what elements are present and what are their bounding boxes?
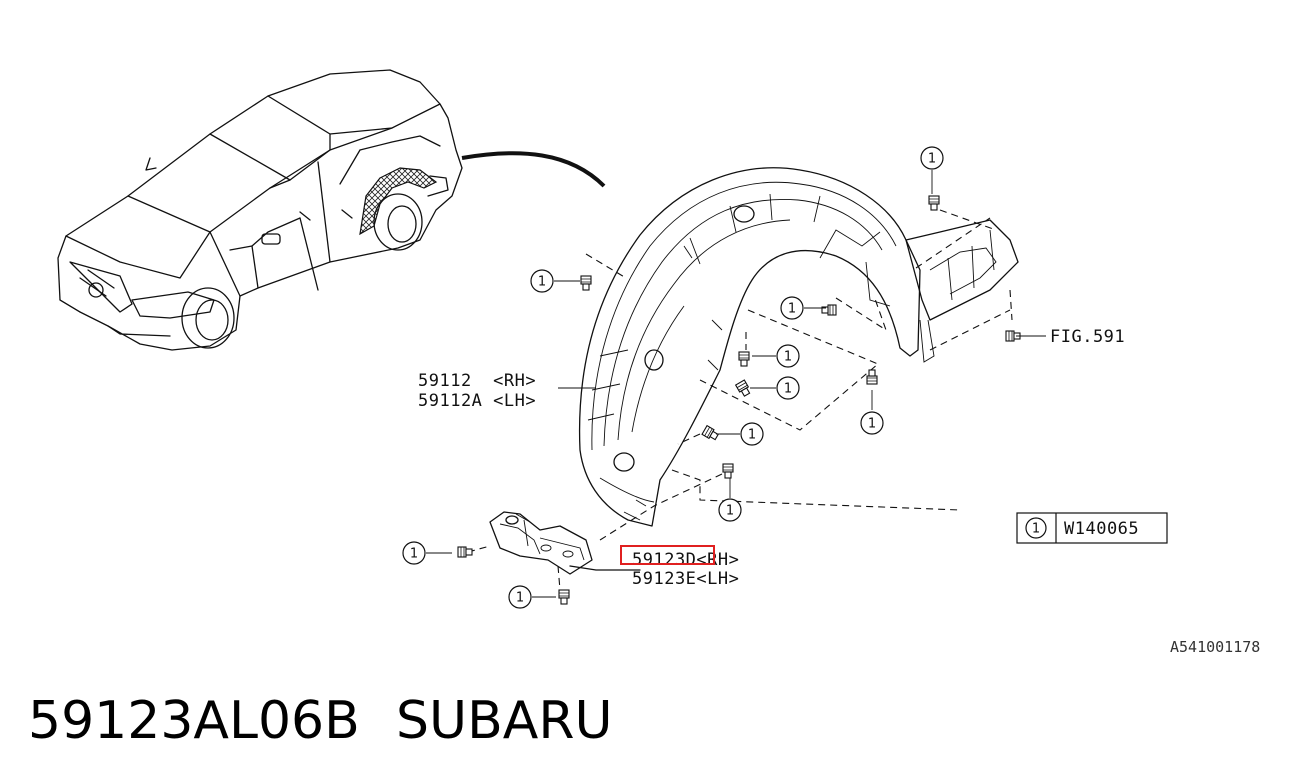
drawing-code: A541001178 xyxy=(1170,638,1260,656)
part-number-title: 59123AL06B xyxy=(28,691,360,751)
part-label-liner-rh[interactable]: 59112 <RH> xyxy=(418,371,536,391)
leader-arrow xyxy=(461,151,606,188)
part-label-liner-lh[interactable]: 59112A <LH> xyxy=(418,391,536,411)
part-label-bracket-lh[interactable]: 59123E<LH> xyxy=(632,569,739,589)
car-illustration xyxy=(57,69,463,351)
part-label-bracket-rh[interactable]: 59123D<RH> xyxy=(632,550,739,570)
brand-title: SUBARU xyxy=(396,691,613,751)
callout-number: 1 xyxy=(538,275,546,290)
bracket-part xyxy=(489,511,641,575)
callout-number: 1 xyxy=(784,350,792,365)
callout-1: 1 xyxy=(530,269,554,293)
clip-fasteners xyxy=(457,195,1021,605)
selected-part-highlight xyxy=(620,545,715,565)
legend-part-number[interactable]: W140065 xyxy=(1064,519,1139,539)
callout-number: 1 xyxy=(516,591,524,606)
callout-1: 1 xyxy=(402,541,426,565)
callout-number: 1 xyxy=(726,504,734,519)
callout-number: 1 xyxy=(788,302,796,317)
callout-number: 1 xyxy=(748,428,756,443)
legend-number: 1 xyxy=(1032,522,1040,537)
assembly-lines xyxy=(467,209,1013,591)
legend-box: 1 W140065 xyxy=(1016,512,1168,544)
callout-leaders xyxy=(426,170,1046,598)
callout-number: 1 xyxy=(410,547,418,562)
callout-number: 1 xyxy=(868,417,876,432)
callout-number: 1 xyxy=(784,382,792,397)
callout-1: 1 xyxy=(920,146,944,170)
figure-reference[interactable]: FIG.591 xyxy=(1050,327,1125,347)
callout-1: 1 xyxy=(508,585,532,609)
callout-1: 1 xyxy=(860,411,884,435)
callout-1: 1 xyxy=(718,498,742,522)
callout-1: 1 xyxy=(776,376,800,400)
callout-number: 1 xyxy=(928,152,936,167)
callout-1: 1 xyxy=(780,296,804,320)
callout-1: 1 xyxy=(776,344,800,368)
mud-guard-liner xyxy=(578,167,1019,527)
callout-1: 1 xyxy=(740,422,764,446)
